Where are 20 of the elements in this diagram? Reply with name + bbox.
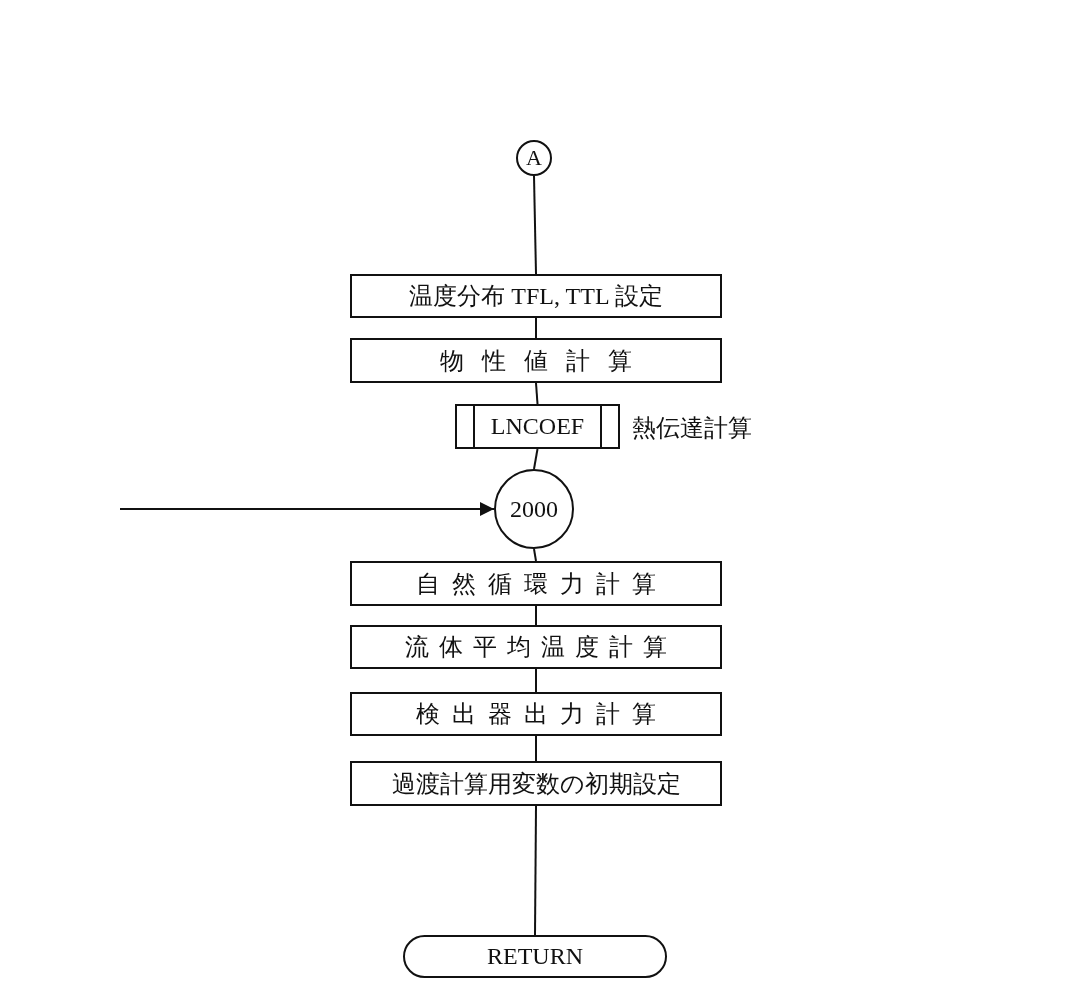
arrow — [119, 502, 495, 516]
connector-line — [533, 548, 537, 562]
process-box: 物性値計算 — [350, 338, 722, 383]
connector-line — [535, 382, 539, 405]
side-note: 熱伝達計算 — [632, 413, 752, 443]
connector-line — [535, 735, 537, 762]
connector-circle: 2000 — [494, 469, 574, 549]
process-box: 流体平均温度計算 — [350, 625, 722, 669]
connector-circle: A — [516, 140, 552, 176]
process-box: 自然循環力計算 — [350, 561, 722, 606]
connector-line — [535, 605, 537, 626]
connector-line — [533, 175, 537, 275]
connector-line — [534, 805, 537, 936]
process-box: 温度分布 TFL, TTL 設定 — [350, 274, 722, 318]
process-box: 検出器出力計算 — [350, 692, 722, 736]
connector-line — [535, 317, 537, 339]
process-box: 過渡計算用変数の初期設定 — [350, 761, 722, 806]
connector-line — [533, 448, 539, 470]
connector-line — [535, 668, 537, 693]
subroutine-box: LNCOEF — [455, 404, 620, 449]
